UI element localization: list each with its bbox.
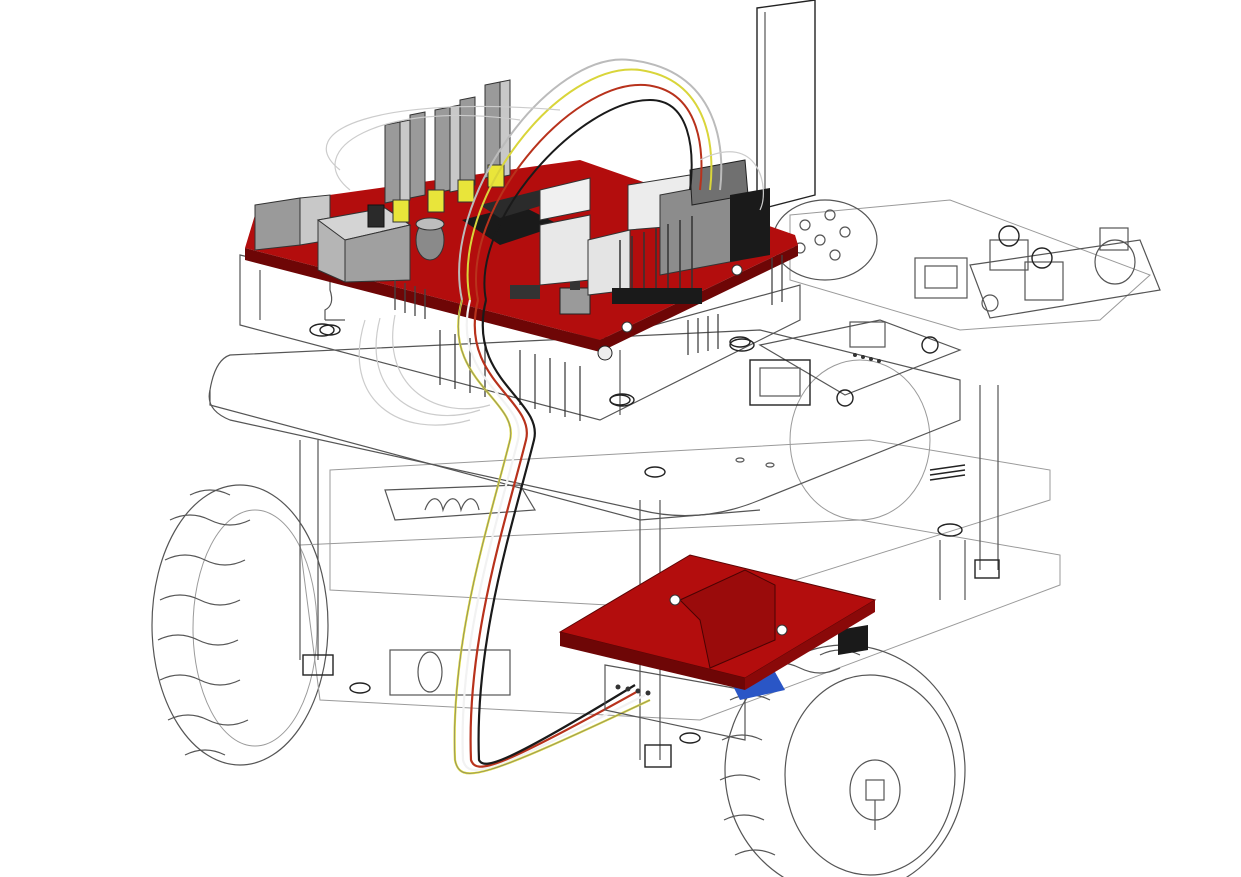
screw-icon bbox=[309, 323, 966, 744]
standoffs bbox=[299, 385, 1000, 768]
line-sensor-board bbox=[749, 319, 962, 407]
left-wheel bbox=[151, 484, 329, 766]
servo-headers bbox=[367, 79, 511, 228]
middle-plate bbox=[208, 329, 961, 521]
motor-shield-board bbox=[245, 79, 798, 361]
wire-bundle-top bbox=[325, 58, 764, 426]
wire-bundle-down bbox=[453, 299, 651, 775]
bottom-plate bbox=[299, 439, 1061, 721]
front-sensor-module bbox=[558, 554, 877, 741]
top-right-plate bbox=[756, 0, 1161, 331]
